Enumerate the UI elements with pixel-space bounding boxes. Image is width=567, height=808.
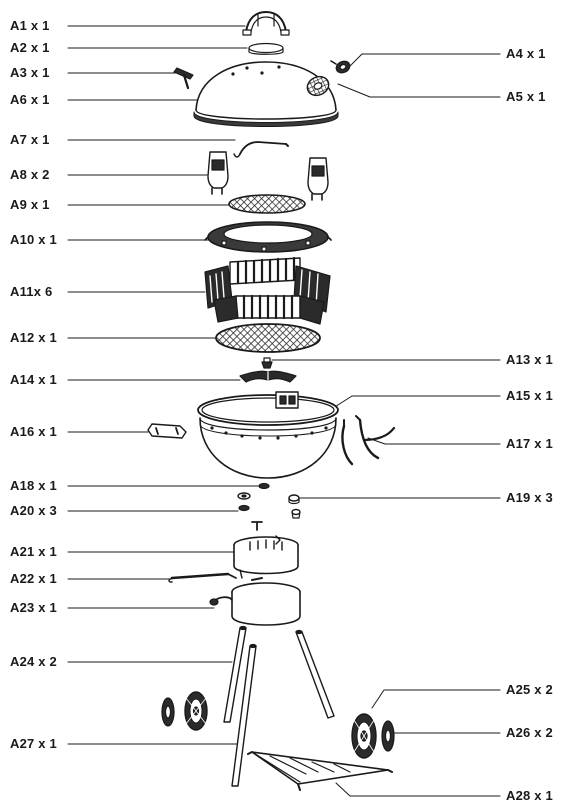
part-a21-ash-catcher-ring: [233, 535, 299, 579]
part-a23-ash-pan: [209, 577, 301, 626]
label-a17: A17 x 1: [506, 436, 553, 451]
label-a19: A19 x 3: [506, 490, 553, 505]
part-a4-vent-damper: [330, 60, 351, 74]
part-a3-lid-bolt: [173, 67, 194, 90]
label-a13: A13 x 1: [506, 352, 553, 367]
part-a25-wheel-right: [351, 713, 377, 759]
label-a21: A21 x 1: [10, 544, 57, 559]
label-a28: A28 x 1: [506, 788, 553, 803]
label-a1: A1 x 1: [10, 18, 50, 33]
part-a2-heat-shield: [248, 42, 284, 55]
part-a20-washers: [237, 492, 263, 531]
part-a24-leg-left: [223, 625, 247, 723]
part-a7-lid-hook: [233, 141, 289, 158]
label-a27: A27 x 1: [10, 736, 57, 751]
label-a20: A20 x 3: [10, 503, 57, 518]
part-a17-handle-hooks: [341, 415, 396, 466]
label-a23: A23 x 1: [10, 600, 57, 615]
leader-a17: [367, 437, 501, 445]
part-a27-axle-leg: [231, 643, 257, 787]
part-a12-cooking-grate: [215, 323, 321, 353]
label-a15: A15 x 1: [506, 388, 553, 403]
part-a15-bowl: [197, 391, 339, 479]
label-a2: A2 x 1: [10, 40, 50, 55]
leader-a28: [335, 782, 501, 797]
leader-lines: [67, 25, 501, 797]
leader-a25: [371, 689, 501, 709]
leader-a5: [337, 83, 501, 98]
part-a9-charcoal-grate: [228, 194, 306, 214]
label-a14: A14 x 1: [10, 372, 57, 387]
label-a25: A25 x 2: [506, 682, 553, 697]
label-a5: A5 x 1: [506, 89, 546, 104]
label-a16: A16 x 1: [10, 424, 57, 439]
part-a19-leg-sockets: [288, 494, 301, 519]
part-a14-ash-sweeper: [239, 370, 297, 383]
part-a26-hubcap-right: [381, 720, 395, 752]
label-a12: A12 x 1: [10, 330, 57, 345]
part-a13-bowl-vent-knob: [261, 357, 273, 369]
label-a10: A10 x 1: [10, 232, 57, 247]
label-a3: A3 x 1: [10, 65, 50, 80]
label-a22: A22 x 1: [10, 571, 57, 586]
label-a9: A9 x 1: [10, 197, 50, 212]
part-a18-nut: [258, 482, 270, 490]
label-a18: A18 x 1: [10, 478, 57, 493]
label-a8: A8 x 2: [10, 167, 50, 182]
part-a10-grate-ring: [204, 221, 332, 253]
part-a22-ash-handle: [168, 572, 237, 583]
part-a8-handle-bracket-left: [207, 151, 229, 195]
part-a11-charcoal-baskets: [204, 256, 331, 325]
part-a16-side-handle: [147, 423, 187, 439]
label-a7: A7 x 1: [10, 132, 50, 147]
part-a25-wheel-left: [184, 691, 208, 731]
part-a26-hubcap-left: [161, 697, 175, 727]
label-a4: A4 x 1: [506, 46, 546, 61]
part-a28-leg-triangle: [247, 751, 393, 791]
label-a6: A6 x 1: [10, 92, 50, 107]
leader-a4: [349, 53, 501, 67]
label-a11: A11x 6: [10, 284, 53, 299]
label-a24: A24 x 2: [10, 654, 57, 669]
leader-a15: [329, 395, 501, 411]
part-a8-handle-bracket-right: [307, 157, 329, 201]
label-a26: A26 x 2: [506, 725, 553, 740]
part-a24-leg-right: [295, 629, 335, 719]
part-a1-lid-handle: [242, 11, 290, 36]
part-a5-lid-vent: [306, 75, 330, 97]
